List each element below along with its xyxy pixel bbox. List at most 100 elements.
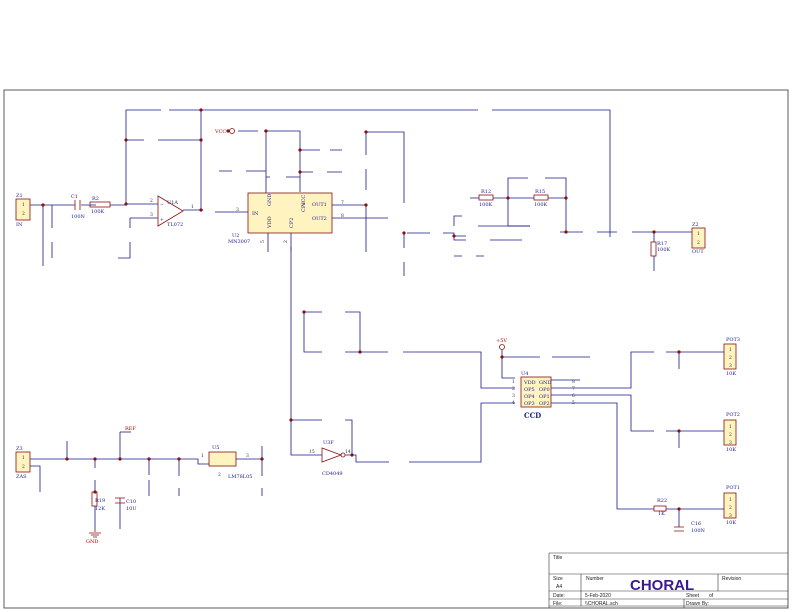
svg-text:Number: Number	[586, 576, 604, 582]
svg-text:REF: REF	[125, 426, 136, 432]
svg-text:Title: Title	[553, 555, 562, 561]
svg-text:8: 8	[572, 379, 575, 385]
svg-text:GND: GND	[539, 380, 551, 386]
svg-text:2: 2	[218, 472, 221, 478]
ref-symbol: REF	[120, 426, 136, 433]
wires	[30, 109, 724, 529]
ic-u2: IN OUT1 OUT2 CP1 CP2 VDD GND VCC 3 7 8 5…	[228, 192, 344, 245]
svg-text:1: 1	[191, 204, 194, 210]
svg-text:U3F: U3F	[323, 440, 334, 446]
svg-text:2: 2	[22, 464, 25, 470]
svg-text:CP1: CP1	[301, 202, 307, 212]
svg-text:1K: 1K	[658, 511, 665, 517]
z1-ref: Z1	[16, 193, 23, 199]
svg-text:100N: 100N	[691, 528, 706, 534]
z2-ref: Z2	[692, 222, 699, 228]
resistor-r2: R2 100K	[89, 196, 111, 215]
svg-text:100K: 100K	[534, 202, 548, 208]
svg-text:Sheet: Sheet	[686, 593, 700, 599]
svg-text:OP4: OP4	[524, 394, 535, 400]
junctions	[41, 108, 681, 511]
svg-text:U4: U4	[521, 371, 528, 377]
ics: −+ 2 3 1 U1A TL072 IN OUT1 OUT2 CP1 CP2 …	[150, 192, 575, 480]
svg-text:7: 7	[341, 200, 344, 206]
resistor-r22: R22 1K	[653, 498, 667, 517]
svg-text:1: 1	[729, 497, 732, 503]
svg-text:CCD: CCD	[524, 411, 541, 420]
svg-text:POT1: POT1	[726, 485, 740, 491]
svg-text:3: 3	[729, 513, 732, 519]
svg-text:Drawn By:: Drawn By:	[686, 601, 709, 607]
svg-text:R17: R17	[657, 241, 667, 247]
svg-text:U1A: U1A	[167, 200, 178, 206]
connector-pot1: 1 2 3 POT1 10K	[723, 485, 740, 526]
svg-text:R19: R19	[95, 498, 105, 504]
svg-text:POT3: POT3	[726, 337, 740, 343]
svg-text:File:: File:	[553, 601, 562, 607]
svg-text:2: 2	[22, 211, 25, 217]
svg-text:2: 2	[283, 240, 289, 243]
svg-text:of: of	[709, 593, 714, 599]
svg-text:TL072: TL072	[167, 222, 183, 228]
svg-text:OP0: OP0	[539, 387, 550, 393]
svg-text:OUT1: OUT1	[312, 202, 327, 208]
connectors: 1 2 Z1 IN 1 2 Z2 OUT 1 2 Z3 ZAS 1 2 3 PO…	[15, 193, 740, 526]
svg-text:2: 2	[150, 198, 153, 204]
svg-text:R12: R12	[481, 189, 491, 195]
svg-text:100K: 100K	[657, 247, 671, 253]
svg-text:\\CHORAL.sch: \\CHORAL.sch	[585, 601, 618, 607]
plus5-symbol: +5V	[496, 338, 507, 350]
svg-text:10K: 10K	[726, 371, 736, 377]
svg-text:3: 3	[246, 453, 249, 459]
svg-text:OP1: OP1	[539, 394, 550, 400]
svg-text:OP3: OP3	[524, 401, 535, 407]
svg-text:5-Feb-2020: 5-Feb-2020	[585, 593, 611, 599]
connector-z2: 1 2 Z2 OUT	[691, 222, 706, 255]
svg-text:GND: GND	[267, 194, 273, 206]
svg-text:2: 2	[729, 355, 732, 361]
svg-text:C16: C16	[691, 521, 701, 527]
svg-text:R2: R2	[92, 196, 99, 202]
svg-text:8: 8	[341, 213, 344, 219]
svg-text:10K: 10K	[726, 447, 736, 453]
z3-ref: Z3	[16, 446, 23, 452]
svg-text:C1: C1	[71, 194, 78, 200]
title-block: Title Size A4 Number Revision CHORAL Dat…	[548, 552, 788, 608]
svg-text:CD4049: CD4049	[322, 471, 343, 477]
svg-text:100K: 100K	[91, 209, 105, 215]
svg-text:5: 5	[572, 400, 575, 406]
svg-text:1: 1	[512, 379, 515, 385]
svg-text:10U: 10U	[126, 506, 137, 512]
svg-text:2: 2	[697, 240, 700, 246]
svg-text:1: 1	[22, 455, 25, 461]
z1-name: IN	[16, 222, 23, 228]
svg-text:3: 3	[729, 440, 732, 446]
svg-text:3: 3	[512, 393, 515, 399]
svg-text:OP2: OP2	[539, 401, 550, 407]
svg-text:3: 3	[236, 207, 239, 213]
svg-text:5: 5	[260, 240, 266, 243]
svg-text:12K: 12K	[95, 506, 105, 512]
z3-name: ZAS	[16, 474, 27, 480]
svg-text:10K: 10K	[726, 520, 736, 526]
svg-text:C10: C10	[126, 499, 136, 505]
svg-text:VDD: VDD	[267, 216, 273, 229]
connector-pot3: 1 2 3 POT3 10K	[723, 337, 740, 377]
svg-text:OUT2: OUT2	[312, 216, 327, 222]
svg-text:1: 1	[729, 347, 732, 353]
svg-text:R22: R22	[657, 498, 667, 504]
drawing-title: CHORAL	[630, 577, 694, 594]
opamp-u1a: −+ 2 3 1 U1A TL072	[150, 195, 194, 228]
connector-z3: 1 2 Z3 ZAS	[15, 446, 31, 480]
svg-text:R15: R15	[535, 189, 545, 195]
svg-text:1: 1	[697, 231, 700, 237]
